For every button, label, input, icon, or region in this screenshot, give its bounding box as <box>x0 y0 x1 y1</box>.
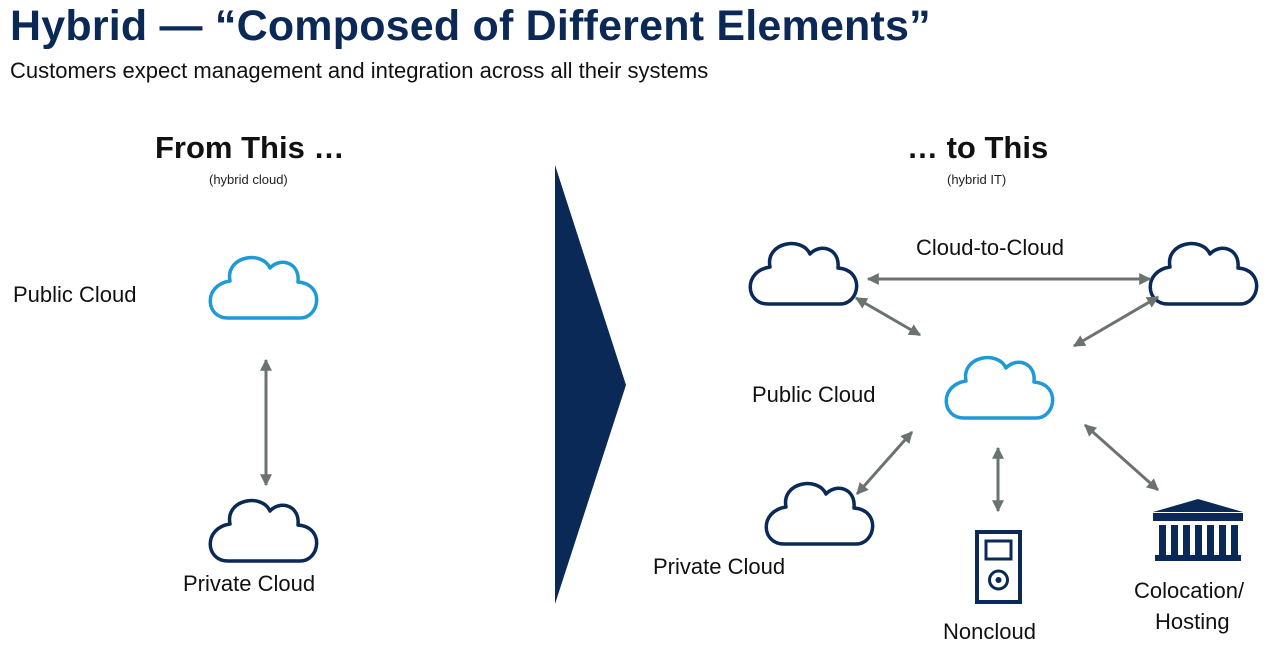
public-to-colocation-arrow <box>1084 423 1159 492</box>
right-private-cloud-label: Private Cloud <box>653 554 786 579</box>
left-heading: From This … <box>155 130 345 165</box>
building-icon <box>1153 499 1243 561</box>
right-public-cloud-label: Public Cloud <box>752 382 876 407</box>
page-title: Hybrid — “Composed of Different Elements… <box>10 2 931 50</box>
cloud-to-cloud-label: Cloud-to-Cloud <box>916 235 1064 260</box>
public-cloud-icon <box>208 255 319 320</box>
left-note: (hybrid cloud) <box>209 172 288 187</box>
topright-to-public-arrow <box>1072 295 1160 348</box>
public-to-private-arrow <box>855 431 914 495</box>
left-public-cloud-label: Public Cloud <box>13 282 137 307</box>
colocation-label-line2: Hosting <box>1155 609 1230 634</box>
topleft-to-public-arrow <box>854 296 922 337</box>
right-note: (hybrid IT) <box>947 172 1007 187</box>
center-public-cloud-icon <box>944 355 1055 420</box>
noncloud-label: Noncloud <box>943 619 1036 644</box>
colocation-label-line1: Colocation/ <box>1134 578 1245 603</box>
page-subtitle: Customers expect management and integrat… <box>10 58 709 83</box>
chevron-arrow <box>555 165 626 604</box>
top-left-cloud-icon <box>748 241 859 306</box>
right-heading: … to This <box>907 130 1049 165</box>
device-icon <box>975 530 1022 604</box>
private-cloud-icon <box>208 498 319 563</box>
top-right-cloud-icon <box>1148 241 1259 306</box>
right-private-cloud-icon <box>764 481 875 546</box>
left-private-cloud-label: Private Cloud <box>183 571 316 596</box>
